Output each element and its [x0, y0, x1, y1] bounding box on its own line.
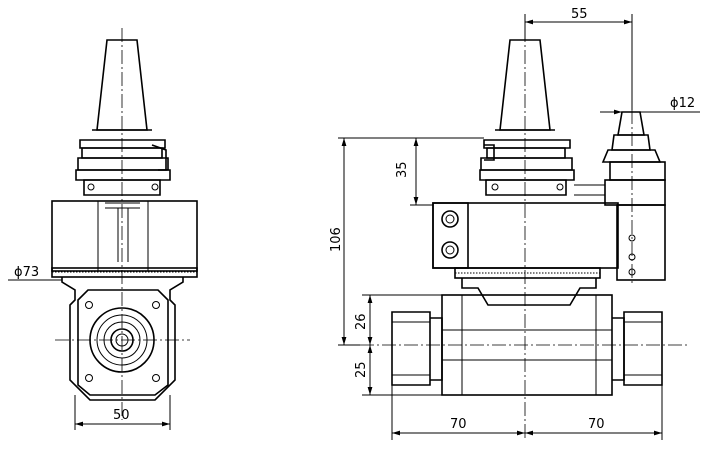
coolant-connector: [617, 111, 645, 136]
dim-height-25: 25: [354, 361, 369, 378]
dim-height-106: 106: [329, 227, 344, 252]
collet-nut-right: [623, 311, 663, 386]
dim-width-right-70: 70: [588, 417, 605, 432]
dim-width-left-head: 50: [113, 408, 130, 423]
dim-width-left-70: 70: [450, 417, 467, 432]
front-housing: [51, 200, 198, 272]
dim-height-35: 35: [395, 161, 410, 178]
dim-diameter-flange: ϕ73: [14, 265, 39, 280]
dim-diameter-coolant: ϕ12: [670, 96, 695, 111]
dim-offset-top: 55: [571, 7, 588, 22]
dim-height-26: 26: [354, 313, 369, 330]
side-housing: [432, 202, 619, 269]
front-view: ϕ73 50: [8, 28, 198, 430]
side-view: 55 ϕ12 35 106 26 25 70 70: [329, 7, 700, 440]
front-lower-head: [61, 277, 184, 401]
collet-nut-left: [391, 311, 431, 386]
